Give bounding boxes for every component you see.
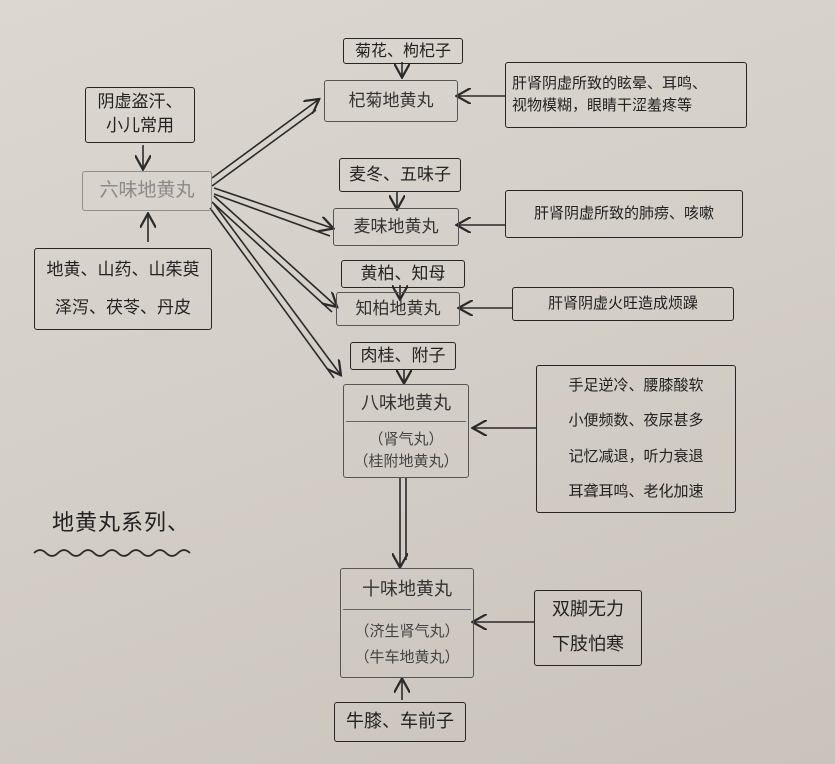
title-wavy-underline [33,549,191,557]
qiju-label: 杞菊地黄丸 [348,90,434,111]
shiwei-use-box: 双脚无力 下肢怕寒 [534,590,642,666]
shiwei-node: 十味地黄丸 （济生肾气丸） （牛车地黄丸） [340,568,474,678]
arrow-liuwei-to-maiwei-2 [213,193,331,237]
bawei-node: 八味地黄丸 （肾气丸） （桂附地黄丸） [343,384,469,478]
qiju-use-line: 视物模糊，眼睛干涩羞疼等 [512,96,693,114]
arrow-liuwei-to-zhibai-2 [211,201,333,313]
bawei-use-box: 手足逆冷、腰膝酸软 小便频数、夜尿甚多 记忆减退，听力衰退 耳聋耳鸣、老化加速 [536,365,736,513]
bawei-divider [346,421,466,422]
liuwei-ingredient-line: 地黄、山药、山茱萸 [46,259,200,280]
qiju-node: 杞菊地黄丸 [324,80,458,122]
shiwei-added-box: 牛膝、车前子 [334,702,466,742]
zhibai-use-text: 肝肾阴虚火旺造成烦躁 [547,294,698,313]
shiwei-divider [343,609,471,610]
shiwei-added-text: 牛膝、车前子 [346,710,454,732]
qiju-added-box: 菊花、枸杞子 [343,38,463,64]
arrow-liuwei-to-bawei [213,203,340,374]
bawei-alias-line: （桂附地黄丸） [353,451,459,470]
maiwei-added-text: 麦冬、五味子 [349,164,451,185]
liuwei-label: 六味地黄丸 [99,179,195,202]
arrow-liuwei-to-qiju-2 [211,109,317,187]
zhibai-added-box: 黄柏、知母 [341,260,465,288]
shiwei-use-line: 下肢怕寒 [552,634,624,656]
maiwei-added-box: 麦冬、五味子 [339,158,461,192]
shiwei-alias-line: （济生肾气丸） [354,622,460,641]
arrow-liuwei-to-qiju [211,100,318,179]
arrow-liuwei-to-bawei-2 [209,207,335,379]
bawei-use-line: 记忆减退，听力衰退 [568,446,704,465]
zhibai-node: 知柏地黄丸 [336,292,460,326]
bawei-alias-line: （肾气丸） [368,430,444,449]
liuwei-ingredients-box: 地黄、山药、山茱萸 泽泻、茯苓、丹皮 [34,248,212,330]
zhibai-label: 知柏地黄丸 [355,298,441,319]
qiju-added-text: 菊花、枸杞子 [354,41,451,61]
arrow-liuwei-to-zhibai [213,195,336,306]
zhibai-use-box: 肝肾阴虚火旺造成烦躁 [512,287,734,321]
diagram-title: 地黄丸系列、 [52,511,191,536]
bawei-label: 八味地黄丸 [361,393,451,414]
maiwei-label: 麦味地黄丸 [353,216,439,237]
bawei-use-line: 小便频数、夜尿甚多 [568,411,704,430]
shiwei-use-line: 双脚无力 [552,599,624,621]
bawei-added-text: 肉桂、附子 [360,345,446,366]
maiwei-node: 麦味地黄丸 [333,208,459,246]
source-usage-text: 阴虚盗汗、小儿常用 [97,92,183,136]
shiwei-alias-line: （牛车地黄丸） [354,647,460,666]
source-usage-box: 阴虚盗汗、小儿常用 [85,87,195,143]
qiju-use-box: 肝肾阴虚所致的眩晕、耳鸣、 视物模糊，眼睛干涩羞疼等 [505,62,747,128]
bawei-use-line: 耳聋耳鸣、老化加速 [568,482,704,501]
liuwei-ingredient-line: 泽泻、茯苓、丹皮 [55,297,191,318]
bawei-added-box: 肉桂、附子 [350,342,456,370]
zhibai-added-text: 黄柏、知母 [360,263,446,284]
qiju-use-line: 肝肾阴虚所致的眩晕、耳鸣、 [512,74,708,93]
maiwei-use-text: 肝肾阴虚所致的肺痨、咳嗽 [533,204,714,223]
maiwei-use-box: 肝肾阴虚所致的肺痨、咳嗽 [505,190,743,238]
bawei-use-line: 手足逆冷、腰膝酸软 [568,375,704,394]
shiwei-label: 十味地黄丸 [362,579,452,600]
liuwei-node: 六味地黄丸 [82,171,212,211]
arrow-liuwei-to-maiwei [213,187,332,228]
